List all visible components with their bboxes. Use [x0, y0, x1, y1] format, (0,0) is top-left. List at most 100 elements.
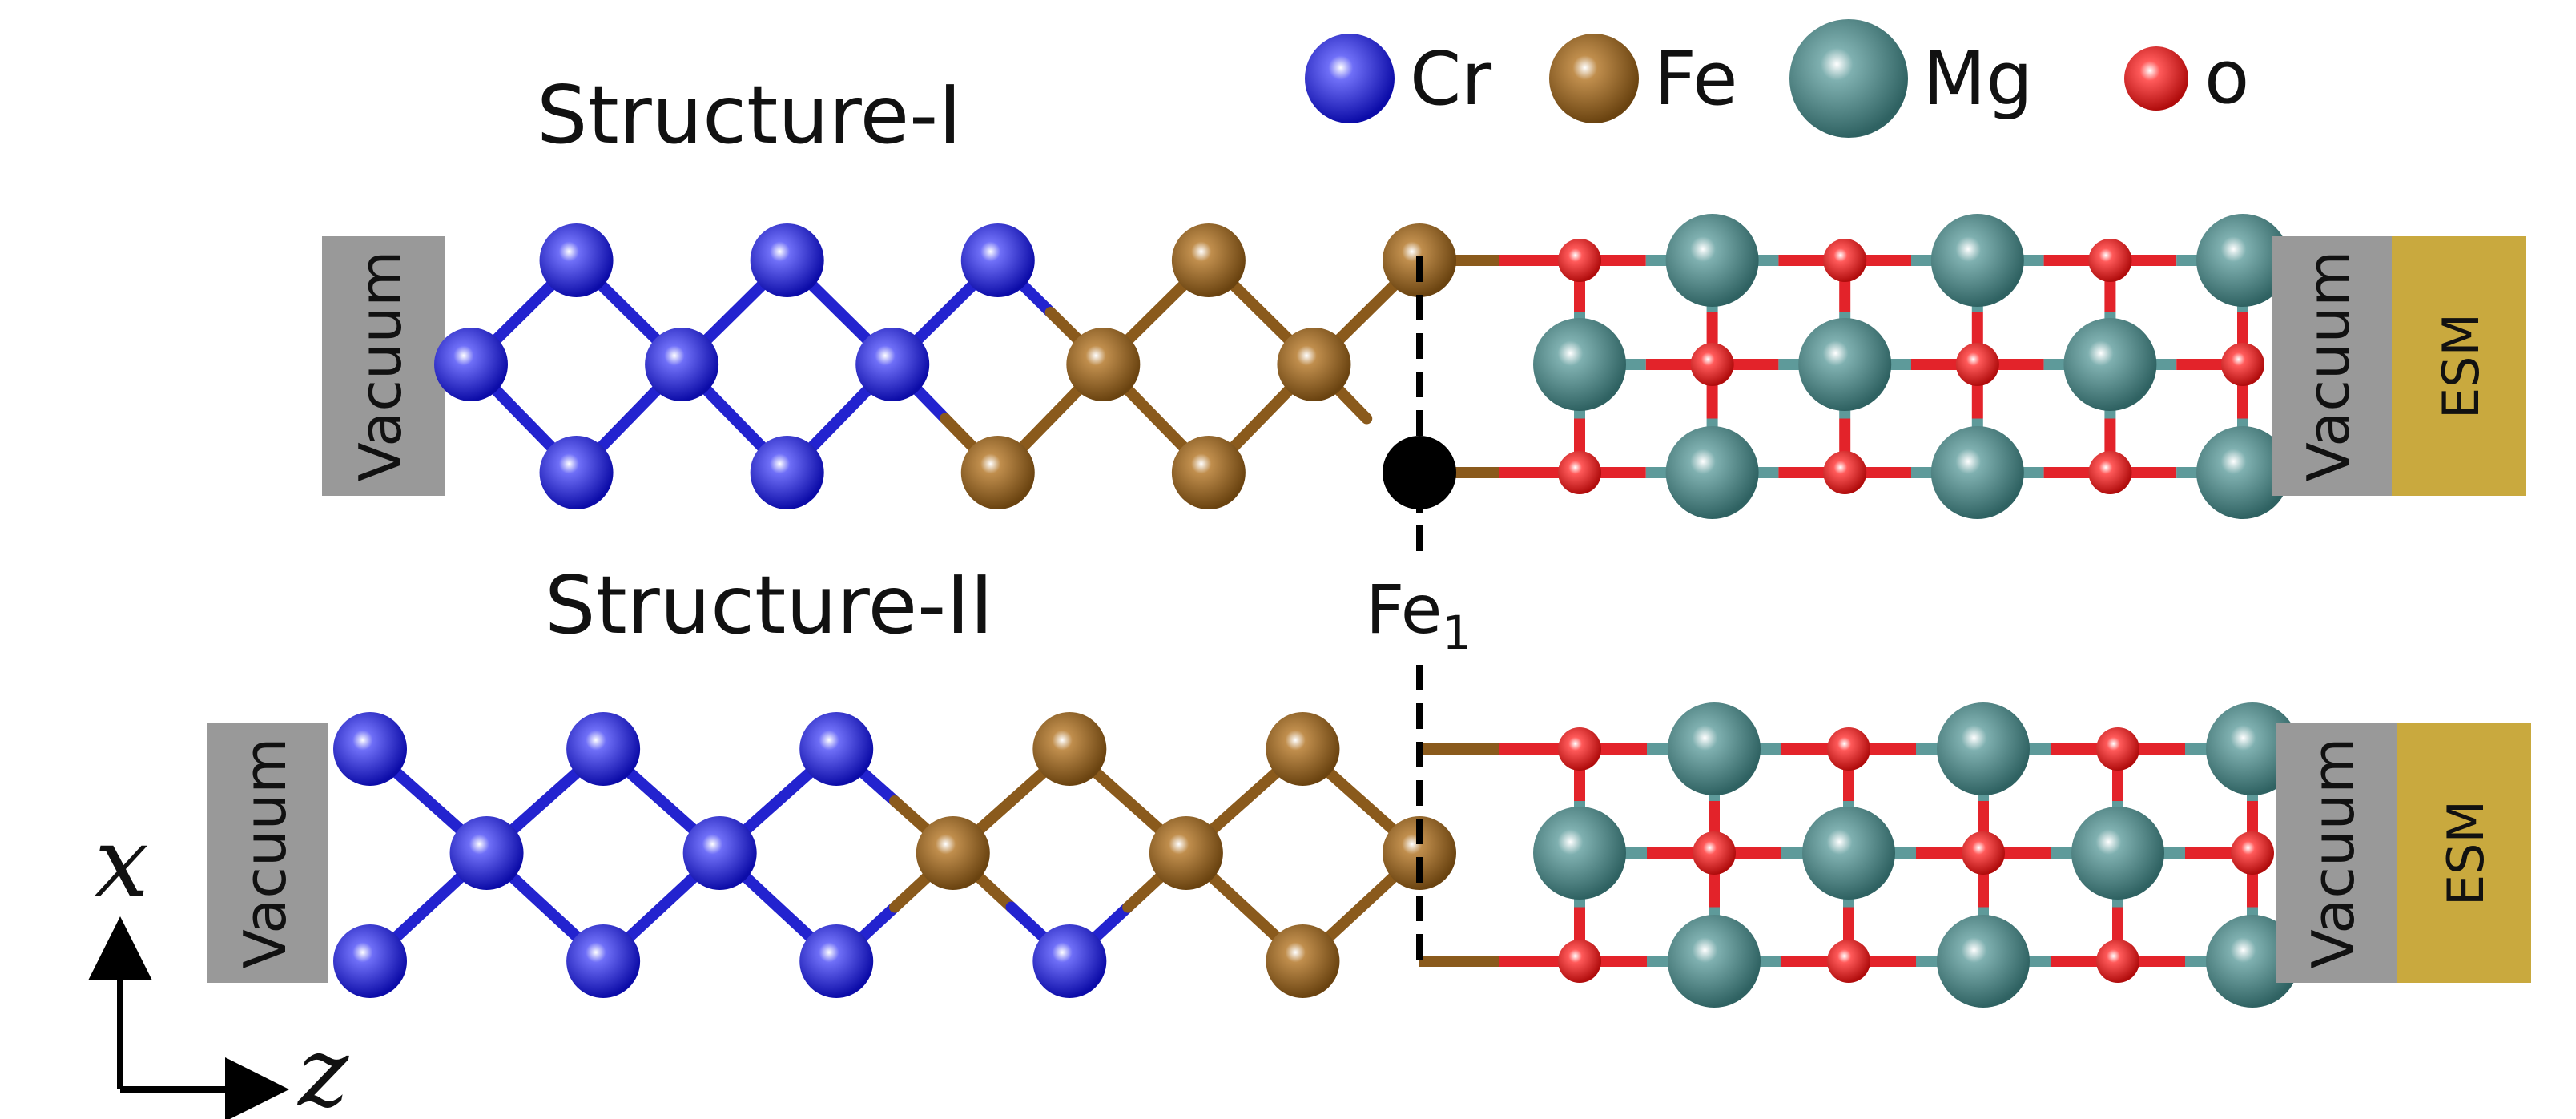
iron-atom [1383, 816, 1456, 890]
oxygen-atom [2088, 239, 2132, 282]
structure-1-vacuum-right: Vacuum [2272, 236, 2392, 496]
esm-label: ESM [2437, 800, 2495, 906]
oxygen-atom [1823, 239, 1867, 282]
oxygen-atom [1690, 343, 1734, 386]
structure-1-title: Structure-I [537, 68, 962, 162]
magnesium-atom [1798, 318, 1892, 411]
horizontal-axis-label: z [296, 1017, 349, 1119]
oxygen-atom [1558, 451, 1601, 494]
chromium-atom [799, 924, 874, 998]
magnesium-atom [2063, 318, 2157, 411]
magnesium-atom [1937, 915, 2030, 1008]
structure-2-metal-atoms [333, 712, 1456, 998]
chromium-atom [539, 436, 614, 509]
structure-2-metal-bonds [364, 743, 1425, 967]
magnesium-atom [1930, 426, 2024, 519]
legend-swatch-fe [1549, 34, 1639, 123]
iron-atom [916, 816, 990, 890]
structure-2: Vacuum Vacuum ESM [207, 702, 2531, 1008]
magnesium-atom [1668, 702, 1761, 795]
structure-2-vacuum-right: Vacuum [2276, 723, 2397, 983]
legend-item-o: o [2124, 34, 2249, 120]
structure-1-mgo-layer [1419, 214, 2289, 519]
vacuum-box [2276, 723, 2397, 983]
chromium-atom [645, 328, 719, 401]
vacuum-box [322, 236, 445, 496]
interface-label: Fe1 [1366, 570, 1471, 660]
magnesium-atom [1802, 807, 1895, 900]
magnesium-atom [1665, 214, 1759, 307]
chromium-atom [333, 712, 407, 786]
oxygen-atom [1558, 727, 1601, 771]
oxygen-atom [2231, 831, 2274, 875]
vacuum-label: Vacuum [231, 738, 299, 969]
iron-atom [1032, 712, 1107, 786]
oxygen-atom [2096, 940, 2139, 983]
axes-indicator: x z [88, 807, 349, 1119]
vacuum-box [207, 723, 328, 983]
chromium-atom [750, 223, 824, 297]
esm-box [2392, 236, 2526, 496]
legend-label-mg: Mg [1922, 36, 2033, 122]
chromium-atom [566, 712, 641, 786]
vacuum-label: Vacuum [347, 251, 414, 482]
esm-label: ESM [2432, 313, 2490, 419]
oxygen-atom [2096, 727, 2139, 771]
magnesium-atom [2206, 702, 2299, 795]
oxygen-atom [1558, 239, 1601, 282]
legend-item-cr: Cr [1305, 34, 1491, 123]
oxygen-atom [2088, 451, 2132, 494]
chromium-atom [799, 712, 874, 786]
chromium-atom [539, 223, 614, 297]
chromium-atom [434, 328, 508, 401]
legend-swatch-mg [1789, 19, 1908, 138]
oxygen-atom [1827, 727, 1870, 771]
structure-1-metal-atoms [434, 223, 1456, 509]
chromium-atom [682, 816, 757, 890]
legend: Cr Fe Mg o [1305, 19, 2249, 138]
chromium-atom [750, 436, 824, 509]
interface-marker: Fe1 [1366, 256, 1471, 965]
iron-atom [1266, 712, 1340, 786]
iron-atom [1171, 436, 1246, 509]
vacuum-box [2272, 236, 2392, 496]
magnesium-atom [2196, 426, 2289, 519]
iron-atom [1149, 816, 1223, 890]
legend-item-mg: Mg [1789, 19, 2033, 138]
magnesium-atom [1533, 807, 1626, 900]
interface-label-subscript: 1 [1442, 606, 1471, 660]
structure-2-title: Structure-II [545, 558, 993, 652]
chromium-atom [333, 924, 407, 998]
structure-1-vacuum-left: Vacuum [322, 236, 445, 496]
structure-1-esm: ESM [2392, 236, 2526, 496]
structure-2-mgo-layer [1419, 702, 2299, 1008]
oxygen-atom [1823, 451, 1867, 494]
esm-box [2397, 723, 2531, 983]
legend-swatch-cr [1305, 34, 1395, 123]
structure-2-esm: ESM [2397, 723, 2531, 983]
magnesium-atom [1668, 915, 1761, 1008]
structure-1: Vacuum Vacuum ESM [322, 214, 2526, 519]
iron-atom [1066, 328, 1141, 401]
interface-label-main: Fe [1366, 570, 1442, 649]
magnesium-atom [1533, 318, 1626, 411]
chromium-atom [960, 223, 1035, 297]
magnesium-atom [1930, 214, 2024, 307]
oxygen-atom [1558, 940, 1601, 983]
magnesium-atom [1937, 702, 2030, 795]
magnesium-atom [1665, 426, 1759, 519]
legend-label-o: o [2204, 34, 2249, 120]
chromium-atom [566, 924, 641, 998]
magnesium-atom [2206, 915, 2299, 1008]
iron-atom [960, 436, 1035, 509]
chromium-atom [855, 328, 930, 401]
legend-label-cr: Cr [1410, 36, 1491, 122]
structure-2-vacuum-left: Vacuum [207, 723, 328, 983]
structure-1-metal-bonds [465, 255, 1425, 478]
magnesium-atom [2071, 807, 2164, 900]
legend-swatch-o [2124, 46, 2188, 111]
iron-atom [1171, 223, 1246, 297]
oxygen-atom [2221, 343, 2264, 386]
vertical-axis-label: x [95, 807, 149, 919]
